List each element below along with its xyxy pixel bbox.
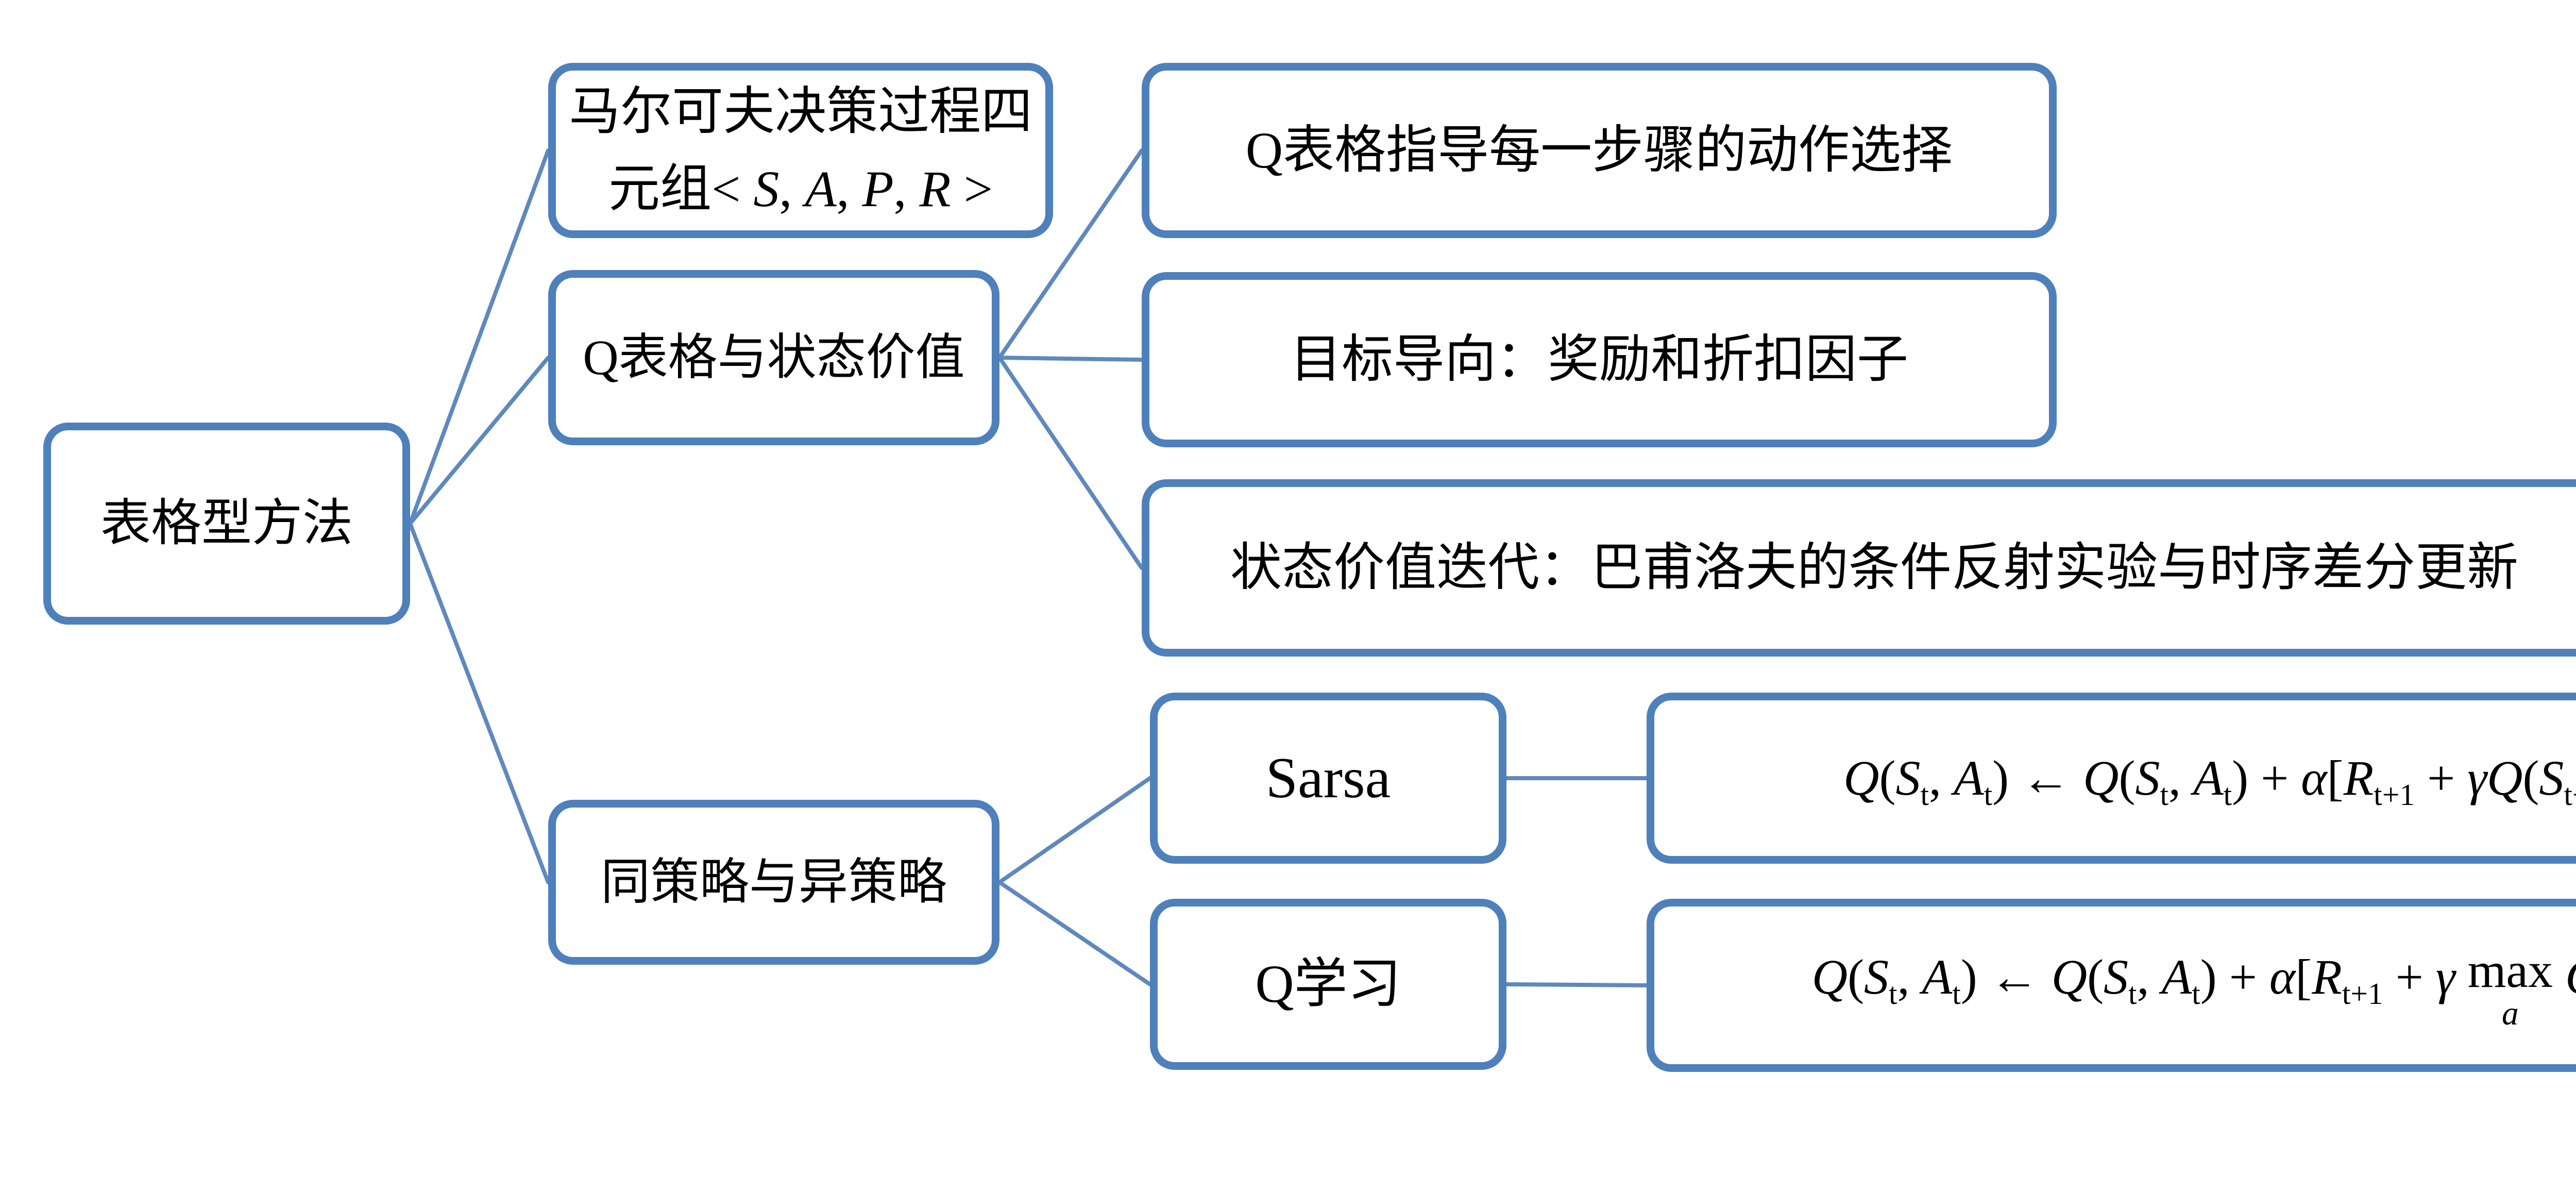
edge-root-qtable — [408, 356, 550, 526]
node-label: 状态价值迭代：巴甫洛夫的条件反射实验与时序差分更新 — [1230, 539, 2518, 596]
node-mdp-tuple[interactable]: 马尔可夫决策过程四元组< S, A, P, R > — [548, 63, 1053, 238]
edge-onoff-qlearn — [997, 880, 1152, 986]
node-qtable-state-value[interactable]: Q表格与状态价值 — [548, 270, 999, 445]
node-state-value-iteration[interactable]: 状态价值迭代：巴甫洛夫的条件反射实验与时序差分更新 — [1142, 479, 2576, 657]
node-q-learning[interactable]: Q学习 — [1150, 899, 1506, 1070]
node-qtable-guides-action[interactable]: Q表格指导每一步骤的动作选择 — [1142, 63, 2057, 238]
node-label: 目标导向：奖励和折扣因子 — [1290, 331, 1908, 388]
node-sarsa[interactable]: Sarsa — [1150, 693, 1506, 864]
node-goal-oriented[interactable]: 目标导向：奖励和折扣因子 — [1142, 272, 2057, 447]
edge-root-onoff — [408, 522, 550, 884]
node-label: Sarsa — [1265, 746, 1391, 810]
node-label: 表格型方法 — [100, 495, 353, 551]
edge-qlearn-f2 — [1504, 982, 1649, 987]
node-label: Q表格指导每一步骤的动作选择 — [1245, 122, 1953, 179]
node-label: Q学习 — [1255, 954, 1401, 1014]
node-tabular-methods[interactable]: 表格型方法 — [43, 423, 410, 625]
edge-onoff-sarsa — [997, 776, 1152, 884]
node-label: Q表格与状态价值 — [583, 330, 965, 385]
edge-qtable-goal — [997, 356, 1144, 362]
edge-qtable-guide — [997, 148, 1144, 360]
edge-qtable-iter — [997, 356, 1144, 570]
node-label: Q(St, At) ← Q(St, At) + α[Rt+1 + γQ(St+1… — [1843, 750, 2576, 812]
node-label: 马尔可夫决策过程四元组< S, A, P, R > — [569, 83, 1032, 217]
edge-root-mdp — [408, 148, 550, 526]
node-sarsa-update-formula[interactable]: Q(St, At) ← Q(St, At) + α[Rt+1 + γQ(St+1… — [1647, 693, 2576, 864]
node-label: 同策略与异策略 — [601, 854, 947, 910]
node-on-off-policy[interactable]: 同策略与异策略 — [548, 800, 999, 965]
